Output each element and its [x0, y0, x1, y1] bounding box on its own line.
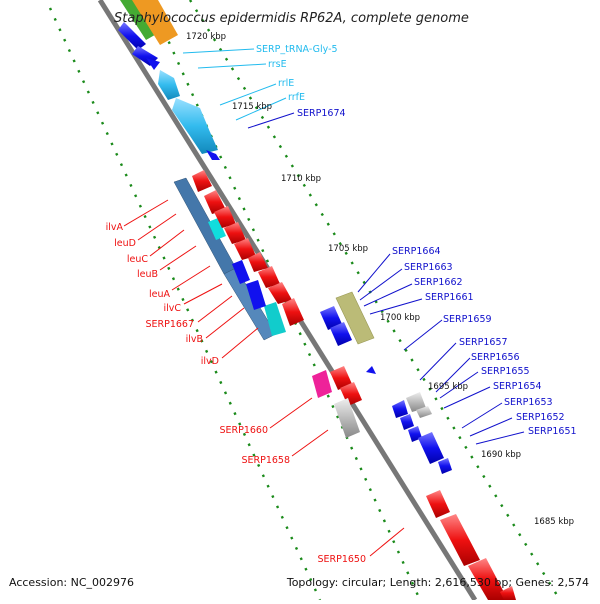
gene-SERP1664	[320, 306, 342, 330]
gene-cyan-2	[264, 302, 286, 336]
gene-label: ilvB	[186, 334, 203, 345]
tick-label: 1715 kbp	[232, 102, 272, 112]
gene-red-cluster	[192, 170, 304, 326]
gene-rrfE	[158, 70, 180, 100]
gene-red-10	[330, 366, 352, 390]
gene-SERP1660	[312, 370, 332, 398]
rrna-operon	[158, 70, 220, 160]
gene-label: SERP1661	[425, 292, 474, 303]
topology-text: Topology: circular; Length: 2,616,530 bp…	[286, 576, 589, 589]
gene-cyan-1	[208, 218, 226, 240]
tick-label: 1695 kbp	[428, 382, 468, 392]
gene-red-12	[426, 490, 450, 518]
gene-label: rrsE	[268, 59, 287, 70]
gene-label: SERP1663	[404, 262, 453, 273]
gene-top-blue-3	[146, 58, 160, 70]
gene-label: SERP1662	[414, 277, 463, 288]
gene-blue-mid-2	[246, 280, 266, 310]
gene-red-13	[468, 558, 508, 600]
label-lines-upper-right	[182, 48, 287, 121]
map-title: Staphylococcus epidermidis RP62A, comple…	[114, 11, 469, 26]
gene-SERP1651	[438, 458, 452, 474]
tick-labels: 1720 kbp 1715 kbp 1710 kbp 1705 kbp 1700…	[186, 32, 574, 527]
label-lines-lower-left	[269, 397, 405, 557]
gene-gray-2	[416, 406, 432, 418]
gene-label: ilvD	[201, 356, 219, 367]
label-lines-lower-right	[419, 342, 525, 445]
gene-SERP1663	[330, 322, 352, 346]
gene-label: SERP1651	[528, 426, 577, 437]
gene-red-9	[282, 298, 304, 326]
gene-red-1	[192, 170, 212, 192]
gene-lower-cluster	[392, 392, 452, 474]
gene-steel-cluster	[173, 177, 286, 341]
accession-text: Accession: NC_002976	[9, 576, 134, 589]
tick-track-middle	[148, 0, 422, 601]
tick-label: 1690 kbp	[481, 450, 521, 460]
gene-red-8	[268, 282, 292, 304]
gene-bottom-cluster	[426, 490, 516, 600]
gene-label: SERP1655	[481, 366, 530, 377]
gene-top-green	[120, 0, 160, 40]
gene-SERP1650	[440, 514, 480, 566]
gene-blue-mid-1	[232, 260, 250, 284]
gene-SERP1657	[392, 400, 408, 418]
labels-lower-left: SERP1660 SERP1658 SERP1650	[219, 425, 366, 565]
gene-label: SERP1659	[443, 314, 492, 325]
gene-top-cluster	[118, 0, 178, 70]
tick-label: 1710 kbp	[281, 174, 321, 184]
label-line-SERP1674	[247, 112, 295, 129]
gene-label: SERP1667	[145, 319, 194, 330]
tick-label: 1705 kbp	[328, 244, 368, 254]
gene-rrlE	[172, 98, 218, 154]
gene-label: SERP1664	[392, 246, 441, 257]
gene-red-5	[234, 238, 256, 260]
tick-label: 1700 kbp	[380, 313, 420, 323]
gene-SERP1659	[366, 366, 376, 374]
gene-label: SERP1656	[471, 352, 520, 363]
gene-SERP1661	[335, 291, 375, 345]
gene-red-2	[204, 190, 226, 214]
gene-label: SERP1660	[219, 425, 268, 436]
label-lines-middle-right	[357, 253, 443, 351]
labels-left: ilvA leuD leuC leuB leuA ilvC SERP1667 i…	[106, 222, 219, 367]
gene-top-orange	[132, 0, 178, 45]
gene-red-3	[214, 206, 236, 228]
gene-label: ilvC	[163, 303, 181, 314]
gene-label: SERP1652	[516, 412, 565, 423]
gene-label: rrlE	[278, 78, 294, 89]
gene-red-14	[500, 586, 516, 600]
gene-red-7	[258, 266, 280, 288]
label-lines-left	[123, 199, 259, 359]
tick-label: 1685 kbp	[534, 517, 574, 527]
labels-lower-right: SERP1657 SERP1656 SERP1655 SERP1654 SERP…	[459, 337, 577, 437]
gene-label: SERP1657	[459, 337, 508, 348]
gene-label: rrfE	[288, 92, 305, 103]
gene-gray-1	[406, 392, 426, 412]
gene-rrsE	[206, 150, 220, 160]
labels-upper-right: SERP_tRNA-Gly-5 rrsE rrlE rrfE SERP1674	[256, 44, 346, 119]
gene-SERP1658	[334, 398, 360, 438]
labels-middle-right: SERP1664 SERP1663 SERP1662 SERP1661 SERP…	[392, 246, 492, 325]
gene-middle-cluster	[312, 291, 376, 438]
gene-label: SERP1658	[241, 455, 290, 466]
gene-label: leuD	[114, 238, 136, 249]
gene-label: leuB	[137, 269, 158, 280]
gene-label: SERP_tRNA-Gly-5	[256, 44, 338, 55]
gene-top-blue	[118, 22, 146, 50]
gene-label: SERP1674	[297, 108, 346, 119]
gene-label: SERP1650	[317, 554, 366, 565]
gene-SERP1653	[418, 432, 444, 464]
gene-label: ilvA	[106, 222, 124, 233]
gene-SERP1656	[400, 414, 414, 430]
gene-label: SERP1654	[493, 381, 542, 392]
gene-label: leuA	[149, 289, 171, 300]
gene-red-6	[248, 252, 268, 272]
gene-label: SERP1653	[504, 397, 553, 408]
tick-label: 1720 kbp	[186, 32, 226, 42]
gene-label: leuC	[127, 254, 149, 265]
gene-red-4	[224, 222, 246, 244]
